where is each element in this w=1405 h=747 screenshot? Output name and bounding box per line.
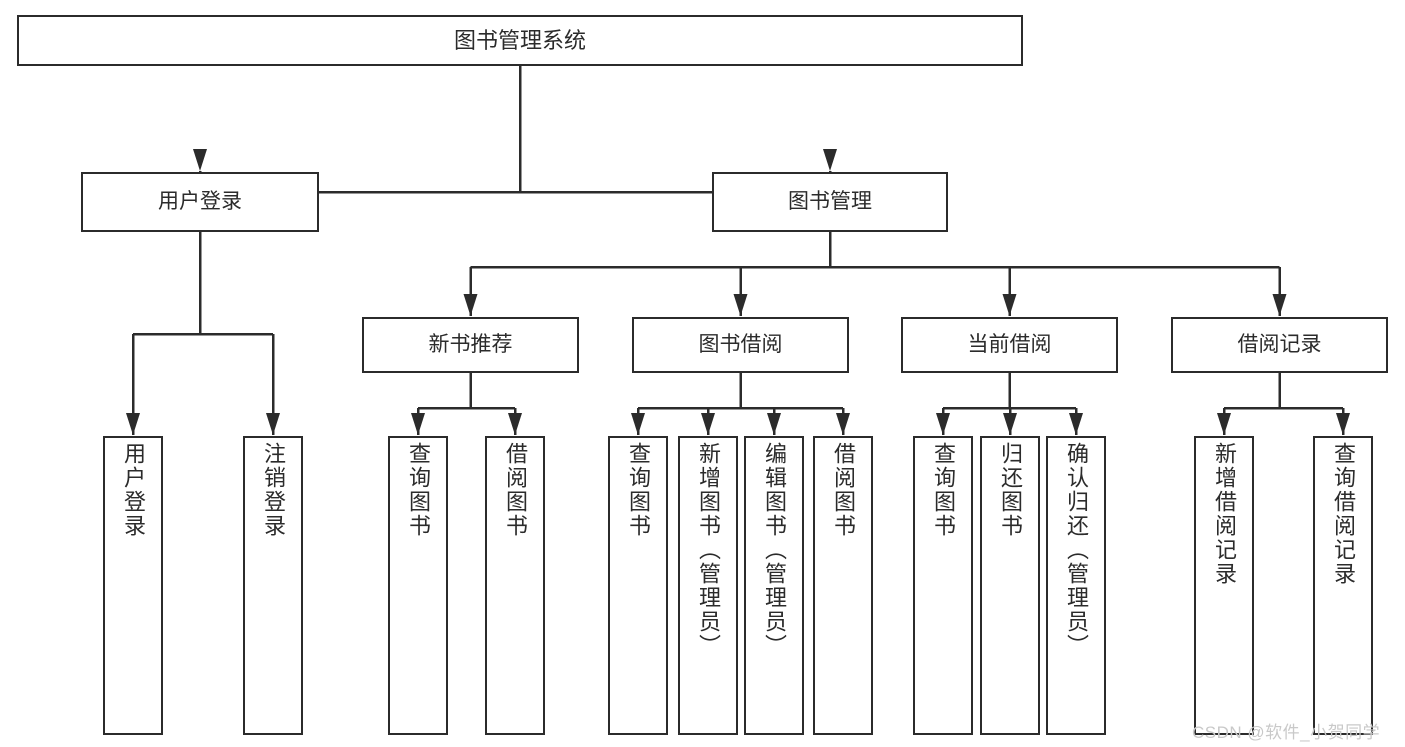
node-n4_12[interactable]: 新增借阅记录: [1194, 436, 1254, 735]
node-label: 新书推荐: [428, 332, 513, 356]
node-label: 当前借阅: [967, 332, 1052, 356]
node-n3_3[interactable]: 当前借阅: [901, 317, 1118, 373]
node-label: 编辑图书（管理员）: [762, 442, 787, 658]
edge-arrowhead-icon: [411, 413, 425, 435]
node-n4_2[interactable]: 注销登录: [243, 436, 303, 735]
node-n4_8[interactable]: 借阅图书: [813, 436, 873, 735]
node-label: 借阅记录: [1237, 332, 1322, 356]
node-label: 图书管理: [788, 189, 872, 213]
edge-arrowhead-icon: [733, 294, 748, 316]
edge-arrowhead-icon: [126, 413, 140, 435]
node-n4_11[interactable]: 确认归还（管理员）: [1046, 436, 1106, 735]
node-n2_1[interactable]: 用户登录: [81, 172, 319, 232]
node-n3_4[interactable]: 借阅记录: [1171, 317, 1388, 373]
node-label: 借阅图书: [503, 442, 528, 538]
node-label: 图书管理系统: [453, 27, 586, 53]
node-label: 新增图书（管理员）: [696, 442, 721, 658]
edge-arrowhead-icon: [463, 294, 478, 316]
node-label: 新增借阅记录: [1212, 442, 1237, 586]
node-label: 图书借阅: [698, 332, 783, 356]
node-label: 查询借阅记录: [1331, 442, 1356, 586]
edge-arrowhead-icon: [193, 149, 207, 171]
node-n4_9[interactable]: 查询图书: [913, 436, 973, 735]
edge-arrowhead-icon: [631, 413, 645, 435]
edge-arrowhead-icon: [1003, 413, 1017, 435]
node-n4_7[interactable]: 编辑图书（管理员）: [744, 436, 804, 735]
edge-arrowhead-icon: [1217, 413, 1231, 435]
node-n4_6[interactable]: 新增图书（管理员）: [678, 436, 738, 735]
node-label: 确认归还（管理员）: [1064, 442, 1089, 658]
edge-arrowhead-icon: [701, 413, 715, 435]
node-n4_5[interactable]: 查询图书: [608, 436, 668, 735]
node-label: 用户登录: [158, 189, 242, 213]
node-n3_2[interactable]: 图书借阅: [632, 317, 849, 373]
node-n4_13[interactable]: 查询借阅记录: [1313, 436, 1373, 735]
node-n3_1[interactable]: 新书推荐: [362, 317, 579, 373]
node-n2_2[interactable]: 图书管理: [712, 172, 948, 232]
edge-arrowhead-icon: [767, 413, 781, 435]
node-n4_10[interactable]: 归还图书: [980, 436, 1040, 735]
edge-arrowhead-icon: [508, 413, 522, 435]
edge-arrowhead-icon: [823, 149, 837, 171]
node-label: 归还图书: [998, 442, 1023, 538]
node-root[interactable]: 图书管理系统: [17, 15, 1023, 66]
node-n4_3[interactable]: 查询图书: [388, 436, 448, 735]
node-label: 用户登录: [121, 442, 146, 538]
edge-arrowhead-icon: [266, 413, 280, 435]
edge-arrowhead-icon: [1336, 413, 1350, 435]
node-label: 注销登录: [261, 442, 286, 538]
edge-arrowhead-icon: [1272, 294, 1287, 316]
node-label: 查询图书: [931, 442, 956, 538]
edge-arrowhead-icon: [1069, 413, 1083, 435]
csdn-watermark: CSDN @软件_小贺同学: [1192, 723, 1381, 742]
edge-arrowhead-icon: [836, 413, 850, 435]
node-label: 查询图书: [406, 442, 431, 538]
edge-arrowhead-icon: [1002, 294, 1017, 316]
node-n4_1[interactable]: 用户登录: [103, 436, 163, 735]
node-label: 查询图书: [626, 442, 651, 538]
edge-arrowhead-icon: [936, 413, 950, 435]
node-n4_4[interactable]: 借阅图书: [485, 436, 545, 735]
node-label: 借阅图书: [831, 442, 856, 538]
